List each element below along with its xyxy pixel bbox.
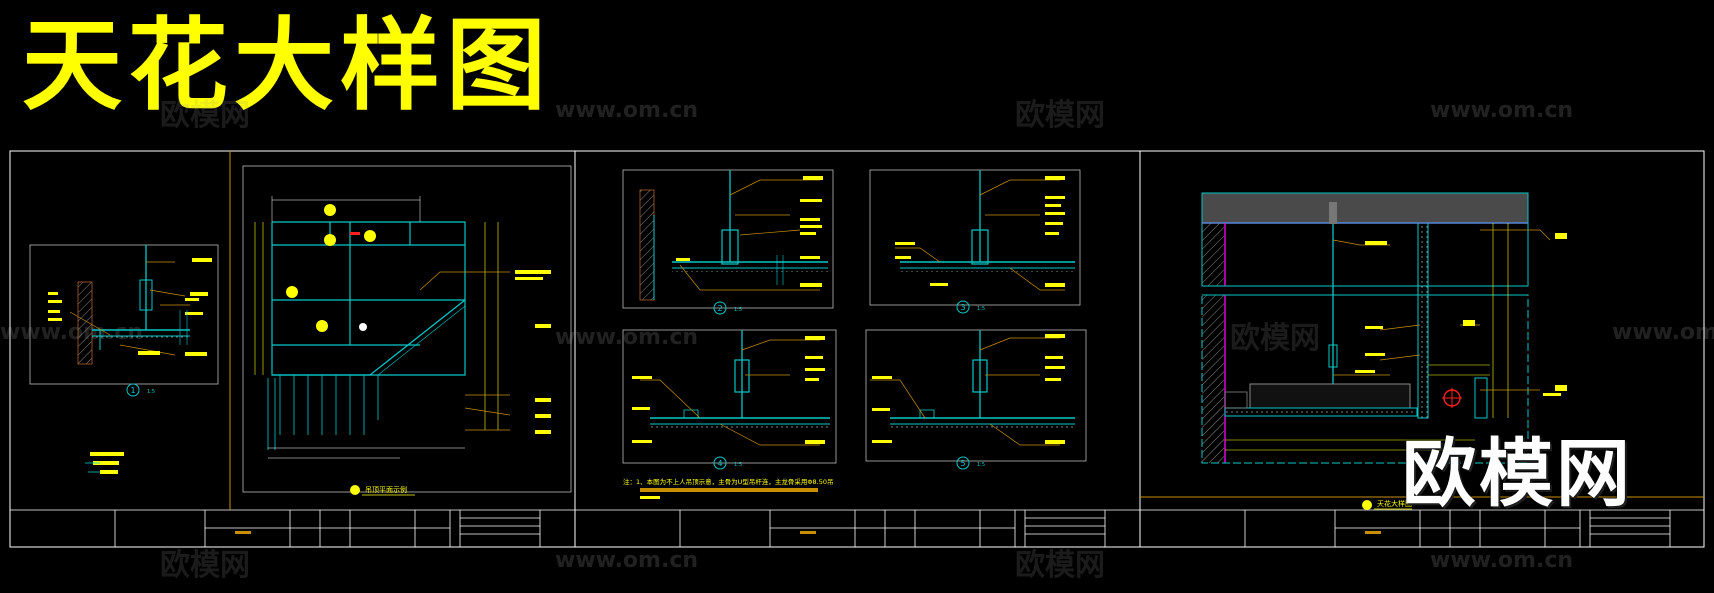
detail-2-scale: 1:5	[734, 307, 742, 313]
plan-caption: 吊顶平面示例	[365, 485, 407, 494]
detail-1-scale: 1:5	[147, 389, 155, 395]
sheet-2-note: 注：1、本图为不上人吊顶示意，主骨为U型吊杆连，主龙骨采用Φ8.50吊	[623, 477, 833, 486]
detail-5-scale: 1:5	[977, 462, 985, 468]
detail-1-number: 1	[130, 386, 135, 395]
watermark-brand: 欧模网	[160, 548, 250, 583]
detail-4-number: 4	[717, 459, 722, 468]
watermark-brand: 欧模网	[1015, 98, 1105, 133]
page-title: 天花大样图	[22, 7, 552, 124]
ceiling-plan	[271, 221, 466, 376]
sheet-frame-2	[574, 150, 1141, 548]
sheet-1-content: 1 1:5	[29, 151, 572, 510]
detail-4-scale: 1:5	[734, 462, 742, 468]
sheet-frame-1	[9, 150, 576, 548]
watermark-url: www.om.cn	[1430, 548, 1574, 573]
title-block-3	[1140, 509, 1704, 547]
watermark-url: www.om.cn	[1430, 98, 1574, 123]
detail-4-frame	[622, 329, 837, 464]
floor-slab	[1201, 192, 1529, 224]
sheet-2-content: 2 1:5 3 1:5	[622, 169, 1087, 499]
watermark-brand: 欧模网	[160, 98, 250, 133]
watermark-brand: 欧模网	[1015, 548, 1105, 583]
title-block-2	[575, 509, 1140, 547]
watermark-url: www.om.cn	[555, 98, 699, 123]
watermark-brand: 欧模网	[1230, 321, 1320, 356]
watermark-url: www.om.cn	[555, 325, 699, 350]
sheet-frame-3	[1139, 150, 1705, 548]
section-caption: 天花大样图	[1377, 499, 1412, 508]
sheet-frames	[9, 150, 1705, 548]
title-block-1	[10, 509, 575, 547]
detail-5-number: 5	[960, 459, 965, 468]
detail-2-number: 2	[717, 304, 722, 313]
watermark-url: www.om.cn	[555, 548, 699, 573]
watermark-logo: 欧模网	[1402, 431, 1633, 517]
detail-2-frame	[622, 169, 834, 309]
detail-1-frame	[29, 244, 219, 385]
watermark-url: www.om.cn	[1612, 320, 1714, 345]
detail-3-scale: 1:5	[977, 306, 985, 312]
watermark-url: www.om.cn	[0, 320, 144, 345]
title-blocks	[10, 509, 1704, 547]
detail-5-frame	[865, 329, 1087, 462]
detail-3-number: 3	[960, 303, 965, 312]
plan-frame	[242, 165, 572, 493]
sheet-3-content: 天花大样图	[1140, 192, 1704, 510]
detail-3-frame	[869, 169, 1081, 306]
